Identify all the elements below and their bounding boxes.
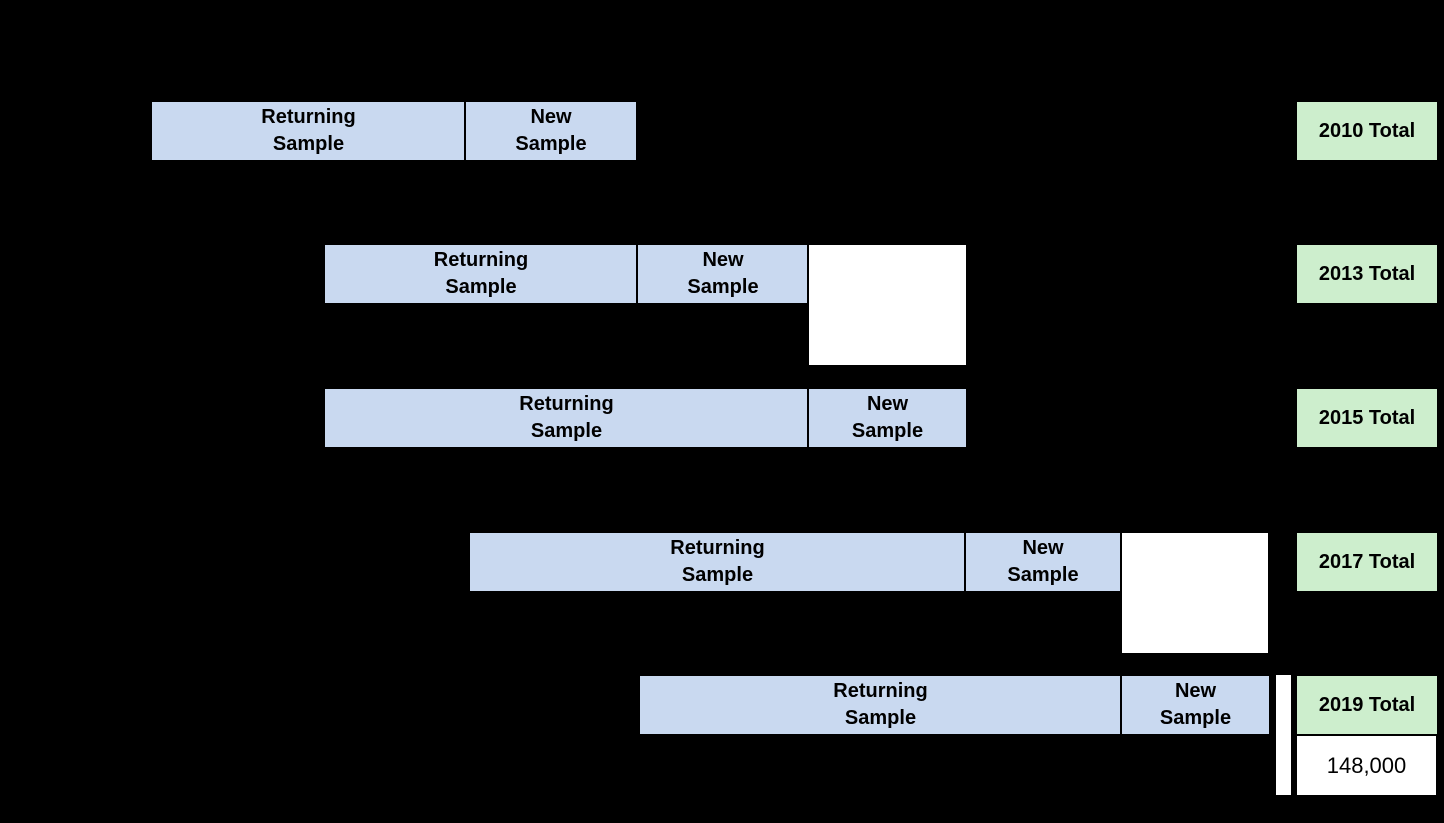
total-box-2013: 2013 Total	[1295, 243, 1439, 305]
returning-sample-label: Returning	[833, 680, 928, 702]
new-sample-label: New	[1022, 537, 1064, 559]
new-sample-label: Sample	[687, 276, 759, 298]
new-sample-bar-2010: New Sample	[464, 100, 638, 162]
total-label-2015: 2015 Total	[1318, 406, 1416, 429]
new-sample-label: Sample	[1159, 707, 1232, 729]
white-extension-box-2017	[1120, 531, 1270, 655]
new-sample-label: New	[530, 106, 572, 128]
returning-sample-bar-2010: Returning Sample	[150, 100, 467, 162]
total-label-2010: 2010 Total	[1318, 119, 1416, 142]
total-box-2017: 2017 Total	[1295, 531, 1439, 593]
new-sample-bar-2015: New Sample	[807, 387, 968, 449]
returning-sample-bar-2013: Returning Sample	[323, 243, 639, 305]
new-sample-label: Sample	[851, 420, 924, 442]
total-label-2017: 2017 Total	[1318, 550, 1416, 573]
new-sample-bar-2019: New Sample	[1120, 674, 1271, 736]
returning-sample-label: Returning	[261, 106, 356, 128]
new-sample-label: New	[702, 249, 744, 271]
total-label-2019: 2019 Total	[1318, 693, 1416, 716]
returning-sample-label: Returning	[433, 249, 529, 271]
new-sample-label: New	[866, 393, 909, 415]
total-box-2010: 2010 Total	[1295, 100, 1439, 162]
total-label-2013: 2013 Total	[1318, 262, 1416, 285]
returning-sample-label: Sample	[844, 707, 917, 729]
new-sample-label: New	[1174, 680, 1217, 702]
returning-sample-label: Returning	[519, 393, 614, 415]
returning-sample-label: Sample	[530, 420, 603, 442]
new-sample-bar-2017: New Sample	[964, 531, 1122, 593]
white-extension-strip-2019	[1274, 673, 1293, 797]
total-box-2019: 2019 Total	[1295, 674, 1439, 736]
returning-sample-bar-2017: Returning Sample	[468, 531, 967, 593]
returning-sample-label: Returning	[670, 537, 765, 559]
new-sample-label: Sample	[1007, 564, 1079, 586]
new-sample-label: Sample	[515, 133, 587, 155]
returning-sample-bar-2015: Returning Sample	[323, 387, 810, 449]
grand-total-box-2019: 148,000	[1295, 734, 1438, 797]
new-sample-bar-2013: New Sample	[636, 243, 810, 305]
grand-total-value: 148,000	[1326, 752, 1407, 778]
total-box-2015: 2015 Total	[1295, 387, 1439, 449]
white-extension-box-2013	[807, 243, 968, 367]
returning-sample-label: Sample	[272, 133, 345, 155]
returning-sample-bar-2019: Returning Sample	[638, 674, 1123, 736]
returning-sample-label: Sample	[681, 564, 754, 586]
returning-sample-label: Sample	[445, 276, 517, 298]
